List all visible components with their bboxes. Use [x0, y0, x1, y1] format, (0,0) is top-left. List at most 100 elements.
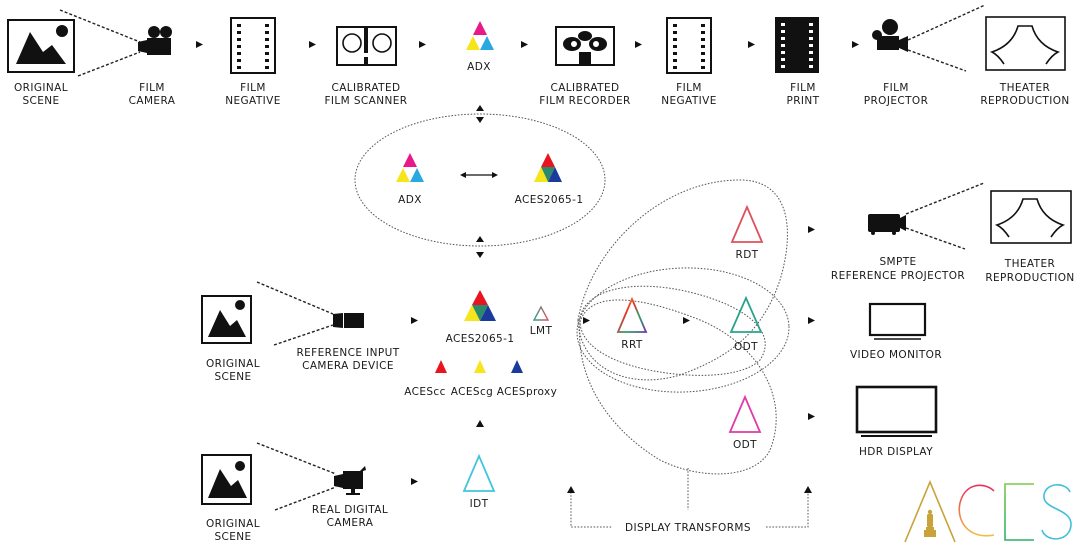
label-acesproxy: ACESproxy — [497, 386, 558, 398]
label-film-scanner-1: CALIBRATED — [331, 82, 400, 94]
label-theater-2: REPRODUCTION — [980, 95, 1069, 107]
label-film-recorder-2: FILM RECORDER — [539, 95, 630, 107]
label-film-scanner-2: FILM SCANNER — [324, 95, 407, 107]
film-scanner-icon — [336, 26, 397, 66]
label-theater-out-2: REPRODUCTION — [985, 272, 1074, 284]
smpte-projector-icon — [868, 214, 906, 235]
odt-monitor-triangle-icon — [729, 295, 763, 333]
display-transforms-bracket — [567, 468, 812, 528]
label-original-scene-ref-2: SCENE — [214, 371, 251, 383]
arrow-right-icon — [521, 41, 528, 48]
adx-triangle-icon-2 — [396, 153, 424, 182]
film-negative-2-icon — [666, 17, 712, 74]
label-film-recorder-1: CALIBRATED — [550, 82, 619, 94]
adx-triangle-icon — [466, 21, 494, 50]
label-odt-monitor: ODT — [734, 341, 758, 353]
label-smpte-1: SMPTE — [879, 256, 916, 268]
arrow-right-icon — [583, 317, 590, 324]
label-video-monitor: VIDEO MONITOR — [850, 349, 942, 361]
label-aces2065-conversion: ACES2065-1 — [515, 194, 584, 206]
arrow-up-icon — [476, 420, 484, 427]
original-scene-icon-3 — [201, 454, 252, 505]
label-film-projector-1: FILM — [883, 82, 909, 94]
view-cone-line — [59, 9, 141, 43]
arrow-right-icon — [635, 41, 642, 48]
projection-line — [907, 4, 986, 41]
label-film-negative-2a: FILM — [676, 82, 702, 94]
logo-c-letter — [958, 484, 995, 537]
label-aces2065-main: ACES2065-1 — [446, 333, 515, 345]
projection-line — [907, 49, 967, 72]
film-camera-icon — [138, 26, 172, 55]
video-monitor-icon — [868, 302, 927, 340]
film-recorder-icon — [555, 26, 615, 66]
acescg-triangle-icon — [474, 360, 486, 373]
film-negative-icon — [230, 17, 276, 74]
view-cone-line — [274, 486, 337, 511]
idt-triangle-icon — [462, 453, 496, 492]
projection-line — [905, 182, 985, 215]
label-hdr-display: HDR DISPLAY — [859, 446, 933, 458]
arrow-down-icon — [476, 252, 484, 258]
label-film-camera-1: FILM — [139, 82, 165, 94]
lmt-triangle-icon — [532, 305, 550, 321]
conversion-ellipse — [354, 113, 606, 247]
view-cone-line — [256, 442, 337, 475]
logo-e-letter — [1004, 483, 1034, 541]
arrow-up-icon — [476, 236, 484, 242]
oscar-statuette-icon — [924, 509, 936, 537]
label-film-camera-2: CAMERA — [129, 95, 176, 107]
label-original-scene-ref-1: ORIGINAL — [206, 358, 260, 370]
label-original-scene-1: ORIGINAL — [14, 82, 68, 94]
view-cone-line — [273, 324, 334, 346]
film-print-icon — [775, 17, 819, 73]
label-adx-top: ADX — [467, 61, 491, 73]
acescc-triangle-icon — [435, 360, 447, 373]
label-reference-camera-1: REFERENCE INPUT — [296, 347, 399, 359]
label-film-negative-2: NEGATIVE — [225, 95, 281, 107]
theater-screen-icon-2 — [990, 190, 1072, 244]
label-adx-conversion: ADX — [398, 194, 422, 206]
arrow-down-icon — [476, 117, 484, 123]
arrow-right-icon — [309, 41, 316, 48]
acesproxy-triangle-icon — [511, 360, 523, 373]
digital-camera-icon — [334, 466, 366, 495]
view-cone-line — [256, 281, 334, 315]
aces-logo — [904, 479, 1072, 543]
original-scene-icon — [7, 19, 75, 73]
projection-line — [905, 227, 966, 250]
arrow-right-icon — [411, 478, 418, 485]
hdr-display-icon — [855, 385, 938, 437]
arrow-right-icon — [196, 41, 203, 48]
label-film-print-1: FILM — [790, 82, 816, 94]
label-digital-camera-1: REAL DIGITAL — [312, 504, 388, 516]
arrow-up-icon — [476, 105, 484, 111]
original-scene-icon-2 — [201, 295, 252, 344]
label-idt: IDT — [470, 498, 489, 510]
reference-camera-icon — [333, 313, 364, 328]
arrow-right-icon — [419, 41, 426, 48]
label-original-scene-dig-2: SCENE — [214, 531, 251, 543]
label-film-print-2: PRINT — [787, 95, 820, 107]
arrow-right-icon — [683, 317, 690, 324]
label-odt-hdr: ODT — [733, 439, 757, 451]
arrow-right-icon — [411, 317, 418, 324]
label-acescc: ACEScc — [404, 386, 446, 398]
label-film-negative-1: FILM — [240, 82, 266, 94]
label-theater-1: THEATER — [999, 82, 1050, 94]
label-rdt: RDT — [736, 249, 759, 261]
label-acescg: ACEScg — [451, 386, 493, 398]
label-original-scene-2: SCENE — [22, 95, 59, 107]
theater-screen-icon — [985, 16, 1066, 71]
arrow-right-icon — [808, 226, 815, 233]
logo-a-icon — [904, 479, 956, 543]
bidirectional-arrow-icon — [460, 172, 498, 178]
arrow-right-icon — [808, 413, 815, 420]
label-digital-camera-2: CAMERA — [327, 517, 374, 529]
label-film-negative-2b: NEGATIVE — [661, 95, 717, 107]
view-cone-line — [77, 51, 141, 77]
aces2065-main-triangle-icon — [464, 290, 496, 321]
label-smpte-2: REFERENCE PROJECTOR — [831, 270, 965, 282]
label-theater-out-1: THEATER — [1004, 258, 1055, 270]
